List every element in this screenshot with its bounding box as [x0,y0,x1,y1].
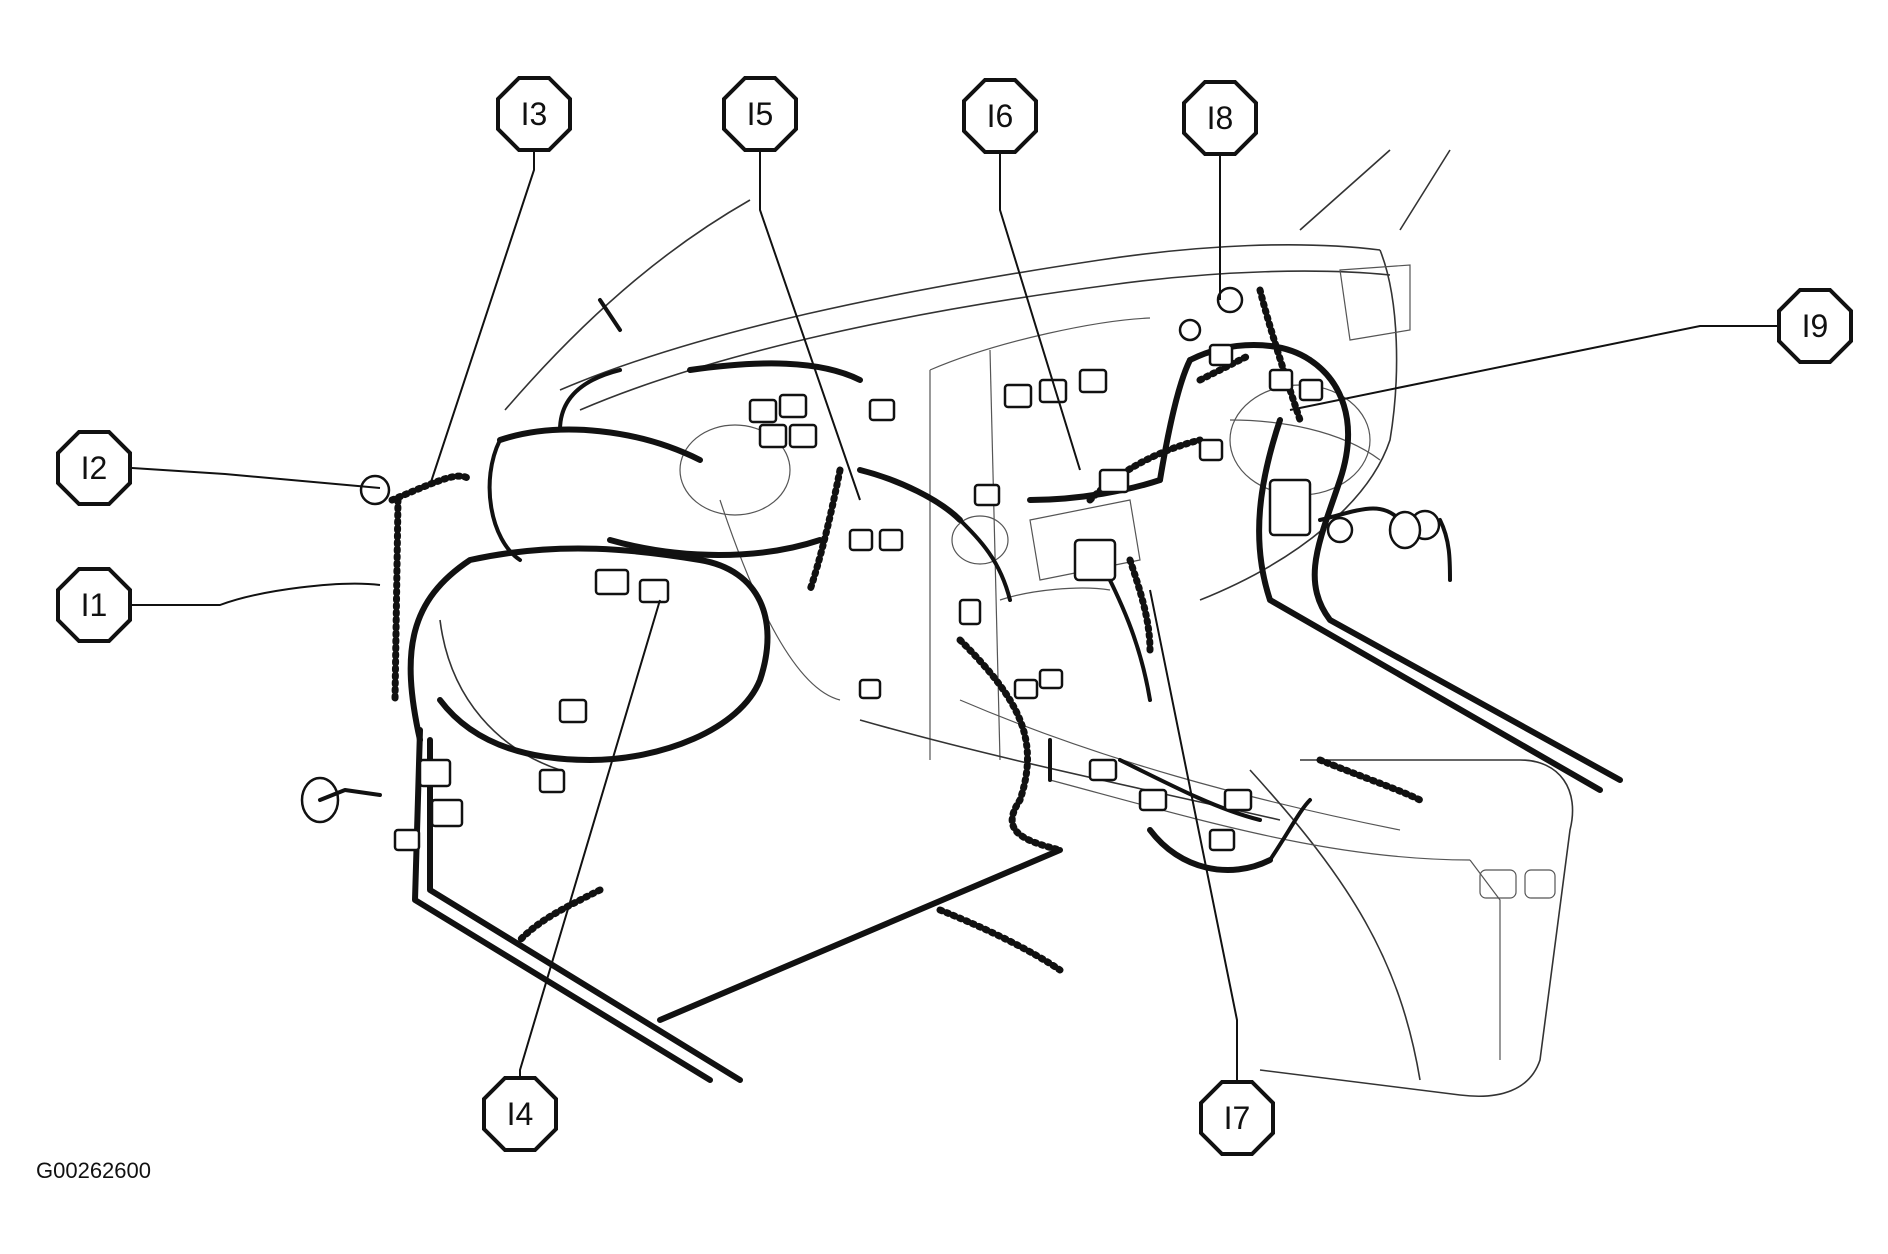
vehicle-body-outline [439,149,1574,1098]
callout-label: I5 [747,96,774,132]
figure-id: G00262600 [36,1158,151,1183]
callout-label: I4 [507,1096,534,1132]
callout-i2: I2 [56,430,132,506]
callout-marker [482,1076,558,1152]
callout-i1: I1 [56,567,132,643]
callout-label: I6 [987,98,1014,134]
callout-label: I9 [1802,308,1829,344]
callout-i7: I7 [1199,1080,1275,1156]
callout-label: I2 [81,450,108,486]
callout-marker [1777,288,1853,364]
callout-marker [962,78,1038,154]
connectors [300,286,1452,852]
callout-marker [496,76,572,152]
callout-marker [1199,1080,1275,1156]
callout-leaders [131,146,1783,1093]
callout-i9: I9 [1777,288,1853,364]
callout-i3: I3 [496,76,572,152]
callout-marker [56,430,132,506]
callout-marker [722,76,798,152]
callout-i6: I6 [962,78,1038,154]
callout-i4: I4 [482,1076,558,1152]
callout-label: I7 [1224,1100,1251,1136]
callout-i8: I8 [1182,80,1258,156]
wire-harness [407,298,1623,1083]
callout-marker [1182,80,1258,156]
callout-marker [56,567,132,643]
callout-i5: I5 [722,76,798,152]
callout-label: I3 [521,96,548,132]
callout-label: I1 [81,587,108,623]
callout-label: I8 [1207,100,1234,136]
